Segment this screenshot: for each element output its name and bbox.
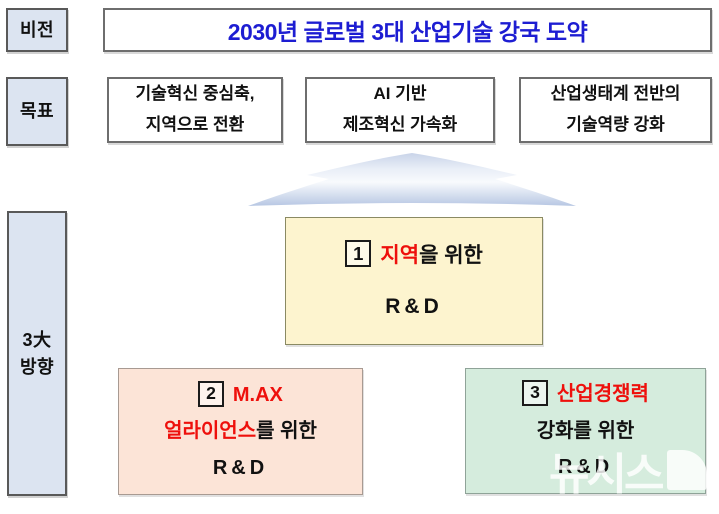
direction-1-rnd: R&D [385, 295, 443, 318]
directions-label-line-1: 3大 [22, 330, 52, 351]
up-arrow-icon [248, 153, 576, 206]
direction-2-rnd: R&D [212, 456, 269, 479]
direction-2-title: 2 M.AX [198, 377, 283, 413]
direction-3-number-badge: 3 [522, 380, 548, 407]
direction-box-max-alliance-rnd: 2 M.AX 얼라이언스를 위한 R&D [118, 368, 363, 495]
direction-2-line-2-highlight: 얼라이언스 [164, 420, 257, 443]
goal-2-line-2: 제조혁신 가속화 [342, 115, 458, 134]
direction-2-line-2: 얼라이언스를 위한 [164, 413, 317, 449]
direction-3-rnd: R&D [557, 456, 614, 479]
goals-label-text: 목표 [19, 101, 55, 122]
goal-2-line-1: AI 기반 [373, 84, 427, 104]
goal-box-region-shift: 기술혁신 중심축, 지역으로 전환 [107, 77, 283, 143]
direction-box-regional-rnd: 1 지역을 위한 R&D [285, 217, 543, 345]
direction-box-industrial-competitiveness-rnd: 3 산업경쟁력 강화를 위한 R&D [465, 368, 706, 494]
direction-1-highlight: 지역 [380, 243, 420, 267]
vision-label-text: 비전 [19, 19, 55, 40]
direction-2-highlight: M.AX [232, 383, 283, 406]
direction-1-title-rest: 을 위한 [419, 243, 483, 267]
goal-box-ai-manufacturing: AI 기반 제조혁신 가속화 [305, 77, 495, 143]
goal-box-ecosystem-capability: 산업생태계 전반의 기술역량 강화 [519, 77, 712, 143]
direction-2-number-badge: 2 [198, 380, 224, 407]
goal-1-line-1: 기술혁신 중심축, [135, 84, 255, 104]
goal-1-line-2: 지역으로 전환 [145, 115, 245, 134]
vision-label-box: 비전 [6, 8, 68, 52]
direction-3-line-2: 강화를 위한 [536, 419, 635, 442]
direction-3-title: 3 산업경쟁력 [522, 376, 649, 412]
goal-3-line-2: 기술역량 강화 [566, 115, 665, 134]
direction-1-number-badge: 1 [345, 239, 372, 267]
directions-label-line-2: 방향 [19, 356, 55, 377]
vision-title-box: 2030년 글로벌 3대 산업기술 강국 도약 [103, 8, 712, 52]
direction-3-highlight: 산업경쟁력 [556, 383, 649, 406]
vision-title-text: 2030년 글로벌 3대 산업기술 강국 도약 [227, 19, 588, 45]
direction-2-line-2-rest: 를 위한 [256, 420, 317, 443]
direction-1-title: 1 지역을 위한 [345, 230, 483, 281]
directions-label-box: 3大 방향 [7, 211, 67, 496]
goal-3-line-1: 산업생태계 전반의 [550, 84, 681, 104]
goals-label-box: 목표 [6, 77, 68, 146]
